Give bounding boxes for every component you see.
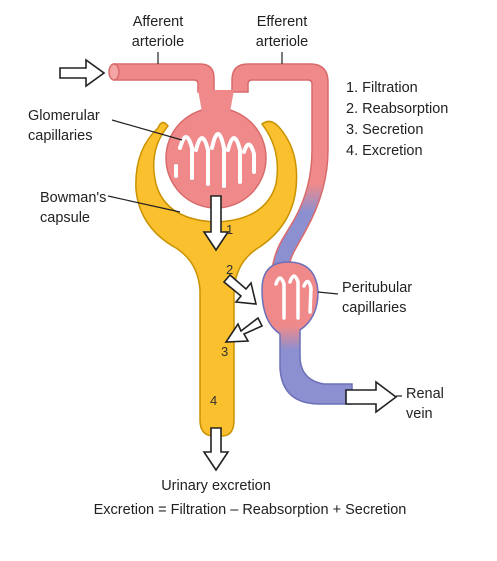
renal-label-line2: vein [406,406,433,422]
peritubular-leader-line [317,291,339,295]
step-number-2: 2 [226,262,234,277]
renal-vein-arrow-icon [345,380,398,414]
legend-filtration: 1. Filtration [346,80,418,96]
renal-vein-label: Renal vein [406,384,444,424]
bowmans-capsule-label: Bowman's capsule [40,188,106,228]
bowman-label-line2: capsule [40,210,90,226]
peritubular-capillaries-label: Peritubular capillaries [342,278,412,318]
glomerular-leader-line [111,119,183,141]
afferent-label-line1: Afferent [132,14,184,30]
legend-secretion: 3. Secretion [346,122,424,138]
bowmans-capsule-and-tubule [135,120,298,437]
efferent-label-line2: arteriole [255,34,309,50]
filtration-arrow-icon [202,195,230,252]
glomerular-capillaries-label: Glomerular capillaries [28,106,100,146]
process-legend: 1. Filtration 2. Reabsorption 3. Secreti… [346,78,448,162]
excretion-arrow-icon [202,427,230,472]
excretion-equation: Excretion = Filtration – Reabsorption + … [93,502,407,518]
bowman-leader-line [107,195,181,213]
renal-label-line1: Renal [406,386,444,402]
efferent-label-line1: Efferent [256,14,308,30]
peritubular-capillaries [261,261,353,405]
urinary-excretion-label: Urinary excretion [161,478,271,494]
glomerular-capillaries [165,90,267,209]
step-number-4: 4 [210,393,218,408]
glomerular-label-line1: Glomerular [28,108,100,124]
efferent-arteriole-label: Efferent arteriole [242,12,322,52]
bowman-label-line1: Bowman's [40,190,107,206]
afferent-label-line2: arteriole [131,34,185,50]
step-number-3: 3 [221,344,229,359]
afferent-arteriole-label: Afferent arteriole [118,12,198,52]
inflow-arrow-icon [59,58,106,88]
afferent-arteriole [108,63,215,93]
peritubular-label-line1: Peritubular [342,280,413,296]
step-number-1: 1 [226,222,234,237]
legend-excretion: 4. Excretion [346,143,423,159]
legend-reabsorption: 2. Reabsorption [346,101,449,117]
secretion-arrow-icon [224,316,264,343]
peritubular-label-line2: capillaries [342,300,407,316]
reabsorption-arrow-icon [222,273,258,305]
glomerular-label-line2: capillaries [28,128,93,144]
